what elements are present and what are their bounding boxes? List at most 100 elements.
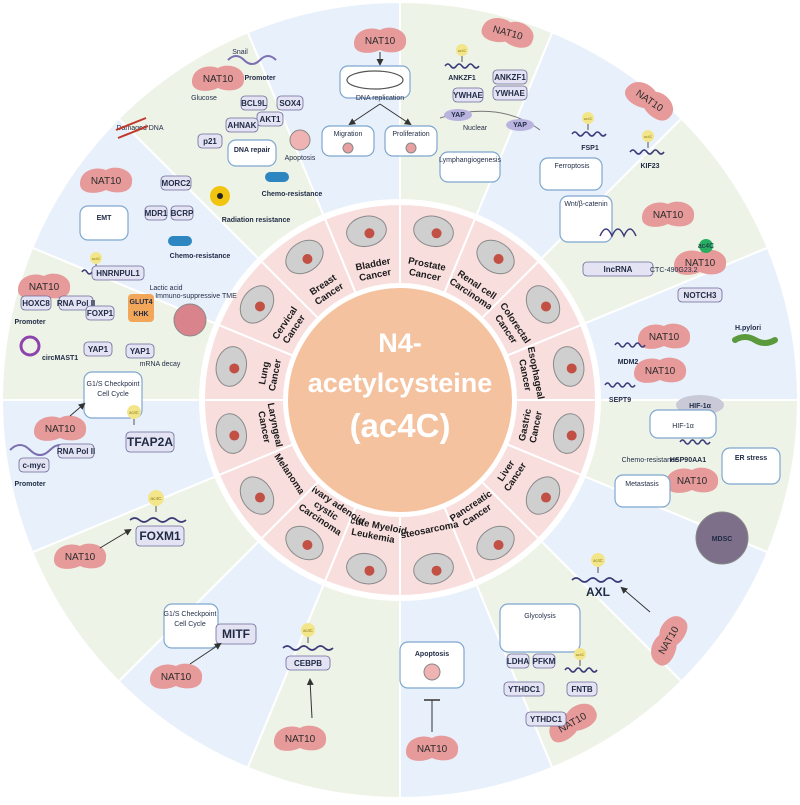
esophagus-icon bbox=[552, 346, 585, 387]
lung-cycle-box bbox=[83, 371, 143, 419]
center-title-line1: N4- bbox=[378, 328, 422, 358]
ythdc1-2-box bbox=[525, 711, 567, 727]
mdsc-label: MDSC bbox=[712, 536, 733, 543]
skin-lesion-icon bbox=[239, 476, 275, 515]
mrna-decay-label: mRNA decay bbox=[140, 361, 181, 368]
pill-icon-bladder bbox=[265, 172, 289, 182]
ac4c-mark: ac4C bbox=[456, 44, 468, 62]
glycolysis-box bbox=[499, 603, 581, 653]
er-stress-label: ER stress bbox=[735, 455, 767, 462]
uterus-icon bbox=[239, 285, 275, 324]
hoxc8-box bbox=[20, 295, 52, 311]
mrna-strand bbox=[444, 63, 480, 69]
ahnak-box bbox=[225, 117, 259, 133]
ywhae-protein-2-box bbox=[452, 87, 484, 103]
foxp1: FOXP1 bbox=[87, 309, 114, 318]
p21-box bbox=[197, 133, 223, 149]
nat10-enzyme: NAT10 bbox=[642, 201, 695, 227]
yap1-2-box bbox=[125, 343, 155, 359]
pancreas-icon bbox=[476, 525, 515, 561]
ldha: LDHA bbox=[507, 657, 529, 666]
ac4c-mark: ac4C bbox=[582, 112, 594, 130]
yap1: YAP1 bbox=[88, 345, 109, 354]
arrow bbox=[99, 528, 132, 549]
p21: p21 bbox=[203, 137, 217, 146]
h-pylori-label: H.pylori bbox=[735, 325, 761, 332]
fntb-box bbox=[566, 681, 598, 697]
hif-label: HIF-1α bbox=[689, 403, 712, 410]
metastasis-label: Metastasis bbox=[625, 481, 659, 488]
cancer-name: Lung bbox=[257, 360, 272, 385]
morc2: MORC2 bbox=[162, 179, 191, 188]
mrna-strand bbox=[679, 439, 711, 445]
bcrp-box bbox=[170, 205, 194, 221]
nat10-label: NAT10 bbox=[161, 672, 192, 683]
arrow bbox=[306, 678, 314, 719]
yap-nuclear: YAP bbox=[513, 122, 527, 129]
mdsc-cell-icon bbox=[695, 511, 749, 565]
fsp1-label: FSP1 bbox=[581, 145, 599, 152]
lncrna-id-label: CTC-490G23.2 bbox=[650, 267, 698, 274]
mrna-strand bbox=[614, 342, 646, 348]
proliferation-cell-icon bbox=[405, 142, 417, 154]
mrna-strand bbox=[629, 149, 665, 155]
yap-cyto: YAP bbox=[451, 112, 465, 119]
center-title-line3: (ac4C) bbox=[350, 407, 451, 444]
cebpb-box bbox=[285, 655, 331, 671]
nat10-enzyme: NAT10 bbox=[192, 65, 245, 91]
glycolysis-label: Glycolysis bbox=[524, 613, 556, 620]
glut4-label: GLUT4 bbox=[130, 299, 153, 306]
cervical-promoter-label: Promoter bbox=[14, 319, 45, 326]
ac4c-label: ac4C bbox=[92, 257, 101, 261]
larynx-icon bbox=[215, 413, 248, 454]
ythdc1-2: YTHDC1 bbox=[530, 715, 563, 724]
nat10-enzyme: NAT10 bbox=[638, 323, 691, 349]
nat10-label: NAT10 bbox=[203, 74, 234, 85]
h-pylori-icon bbox=[732, 334, 778, 346]
proliferation-label: Proliferation bbox=[392, 131, 429, 138]
nat10-label: NAT10 bbox=[45, 424, 76, 435]
nat10-enzyme: NAT10 bbox=[406, 735, 459, 761]
nat10-enzyme: NAT10 bbox=[34, 415, 87, 441]
er-stress-box bbox=[721, 447, 781, 485]
dna-repair-label: DNA repair bbox=[234, 147, 271, 154]
nat10-enzyme: NAT10 bbox=[625, 82, 674, 121]
cebpb: CEBPB bbox=[294, 659, 322, 668]
mrna-strand bbox=[282, 645, 334, 651]
wnt-box bbox=[559, 195, 613, 243]
nuclear-label: Nuclear bbox=[463, 125, 488, 132]
ac4c-label: ac4C bbox=[584, 117, 593, 121]
rna-pol-cervical-box bbox=[58, 295, 94, 311]
ac4c-mark: ac4C bbox=[642, 130, 654, 148]
sox4-box bbox=[276, 95, 304, 111]
notch3: NOTCH3 bbox=[684, 291, 717, 300]
nat10-enzyme: NAT10 bbox=[54, 543, 107, 569]
mdr1: MDR1 bbox=[145, 209, 168, 218]
ankzf1-label: ANKZF1 bbox=[448, 75, 476, 82]
nat10-enzyme: NAT10 bbox=[674, 249, 727, 275]
rna-pol-cervical: RNA Pol II bbox=[57, 299, 95, 308]
nat10-enzyme: NAT10 bbox=[18, 273, 71, 299]
stomach-icon bbox=[552, 413, 585, 454]
nat10-label: NAT10 bbox=[285, 734, 316, 745]
kif23-label: KIF23 bbox=[640, 163, 659, 170]
yap1-2: YAP1 bbox=[130, 347, 151, 356]
ac4c-mark: ac4C bbox=[148, 490, 164, 512]
ac4c-label: ac4C bbox=[303, 628, 313, 633]
nat10-label: NAT10 bbox=[91, 176, 122, 187]
mdm2-label: MDM2 bbox=[618, 359, 639, 366]
ac4c-mark: ac4C bbox=[591, 553, 605, 573]
ythdc1-box bbox=[503, 681, 545, 697]
nat10-label: NAT10 bbox=[417, 744, 448, 755]
hif-cycle-label: HIF-1α bbox=[672, 423, 694, 430]
liver-icon bbox=[525, 476, 561, 515]
lncrna: lncRNA bbox=[604, 265, 633, 274]
center-circle bbox=[288, 288, 512, 512]
proliferation-box bbox=[384, 125, 438, 157]
blood-cell-icon bbox=[346, 552, 387, 585]
tme-cell-icon bbox=[173, 303, 207, 337]
lymphangiogenesis-box bbox=[439, 151, 501, 183]
